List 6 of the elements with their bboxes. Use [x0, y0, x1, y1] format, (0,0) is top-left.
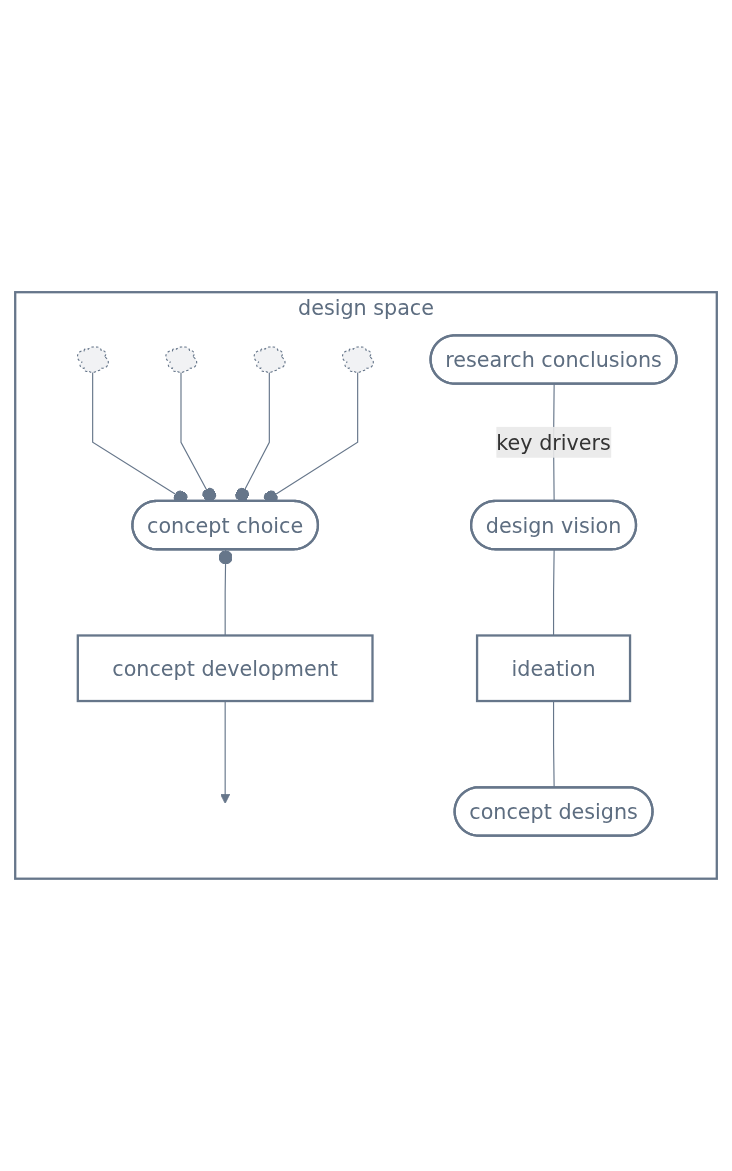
node-box [76, 634, 374, 703]
node-box [475, 634, 632, 703]
node-cloud [253, 346, 286, 374]
node-cloud [165, 346, 198, 374]
node-cloud [341, 346, 374, 374]
node-cloud [76, 346, 109, 374]
